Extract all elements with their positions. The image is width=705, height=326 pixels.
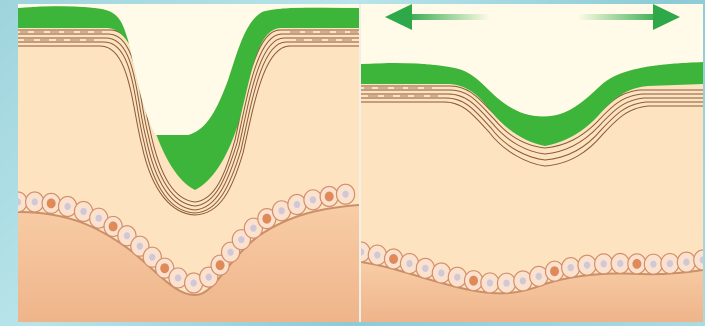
cell-nucleus [487, 279, 493, 286]
epithelial-cell [644, 254, 662, 274]
cell-nucleus [536, 273, 542, 280]
cell-nucleus [667, 260, 673, 267]
epithelial-cell [416, 258, 434, 278]
cell-nucleus [438, 269, 444, 276]
epithelial-cell [400, 254, 418, 274]
right-arrow-shaft [578, 14, 663, 20]
cell-nucleus [206, 274, 212, 281]
cell-nucleus [149, 254, 155, 261]
cell-nucleus [325, 191, 334, 201]
cell-nucleus [15, 198, 21, 205]
cell-nucleus [294, 201, 300, 208]
epithelial-cell [628, 254, 646, 274]
epithelial-cell [448, 267, 466, 287]
cell-nucleus [469, 276, 478, 286]
left-panel [9, 4, 359, 322]
epithelial-cell [464, 271, 482, 291]
cell-nucleus [137, 243, 143, 250]
epithelial-cell [545, 261, 563, 281]
epithelial-cell [336, 184, 354, 204]
cell-nucleus [216, 260, 225, 270]
cell-nucleus [550, 266, 559, 276]
epithelial-cell [595, 254, 613, 274]
epithelial-cell [514, 271, 532, 291]
epithelial-cell [481, 273, 499, 293]
cell-nucleus [650, 261, 656, 268]
epithelial-cell [497, 273, 515, 293]
cell-nucleus [422, 265, 428, 272]
epithelial-cell [304, 190, 322, 210]
cell-nucleus [503, 280, 509, 287]
cell-nucleus [96, 215, 102, 222]
epithelial-cell [432, 263, 450, 283]
cell-nucleus [31, 198, 37, 205]
epithelial-cell [58, 197, 76, 217]
cell-nucleus [374, 251, 380, 258]
cell-nucleus [600, 260, 606, 267]
cell-nucleus [109, 221, 118, 231]
epithelial-cell [562, 258, 580, 278]
cell-nucleus [567, 264, 573, 271]
epithelial-cell [578, 255, 596, 275]
cell-nucleus [175, 274, 181, 281]
epithelial-cell [661, 254, 679, 274]
cell-nucleus [64, 203, 70, 210]
cell-nucleus [80, 208, 86, 215]
epithelial-cell [384, 249, 402, 269]
cell-nucleus [262, 214, 271, 224]
epithelial-cell [26, 192, 44, 212]
cell-nucleus [389, 254, 398, 264]
epithelial-cell [9, 192, 27, 212]
cell-nucleus [190, 279, 196, 286]
epithelial-cell [368, 245, 386, 265]
right-panel [352, 4, 705, 322]
left-arrow-shaft [405, 14, 490, 20]
cell-nucleus [520, 277, 526, 284]
cell-nucleus [278, 207, 284, 214]
epithelial-cell [320, 186, 338, 206]
cell-nucleus [160, 263, 169, 273]
cell-nucleus [454, 274, 460, 281]
cell-nucleus [617, 260, 623, 267]
cell-nucleus [238, 236, 244, 243]
epithelial-cell [677, 252, 695, 272]
cell-nucleus [47, 198, 56, 208]
cell-nucleus [227, 249, 233, 256]
epithelial-cell [288, 195, 306, 215]
cell-nucleus [683, 259, 689, 266]
cell-nucleus [250, 225, 256, 232]
cell-nucleus [584, 262, 590, 269]
cell-nucleus [310, 196, 316, 203]
cell-nucleus [632, 259, 641, 269]
cell-nucleus [342, 191, 348, 198]
cell-nucleus [406, 260, 412, 267]
epithelial-cell [611, 253, 629, 273]
epithelial-cell [42, 193, 60, 213]
cell-nucleus [124, 232, 130, 239]
panel-divider [359, 4, 361, 322]
